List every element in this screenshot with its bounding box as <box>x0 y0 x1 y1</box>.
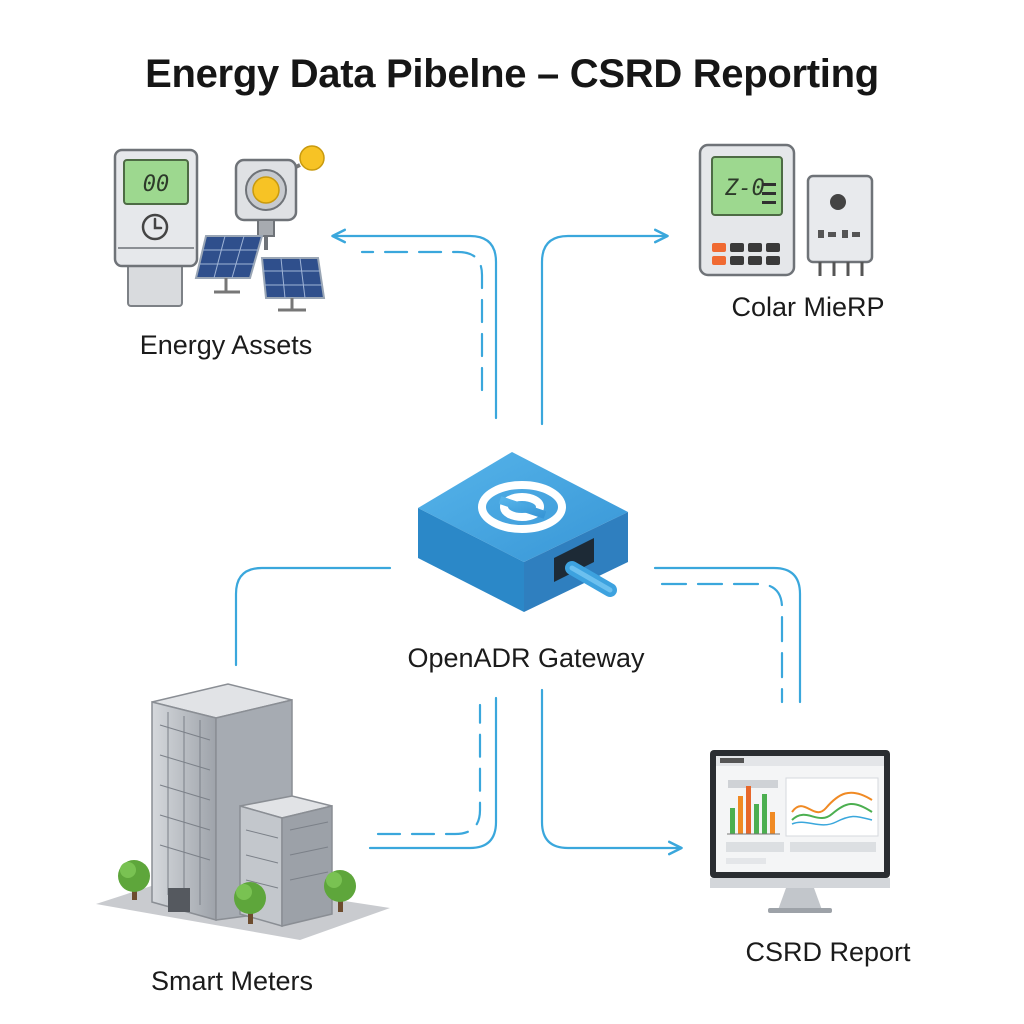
connector-gateway-to-erp <box>540 228 669 426</box>
connector-gateway-to-assets <box>331 228 498 420</box>
gateway-node <box>418 452 628 612</box>
sun-icon <box>234 145 325 250</box>
tree-icon <box>234 882 266 924</box>
controller-box-icon <box>806 174 874 276</box>
connector-meters-lower-dashed <box>376 703 482 836</box>
csrd-report-label: CSRD Report <box>745 937 911 967</box>
gateway-label: OpenADR Gateway <box>407 643 645 673</box>
tree-icon <box>118 860 150 900</box>
solar-panel-icon <box>194 235 326 312</box>
erp-terminal-icon: Z-0 <box>698 143 796 277</box>
smart-meters-node <box>96 683 390 940</box>
erp-display: Z-0 <box>724 176 765 201</box>
connector-meters-lower <box>368 696 498 850</box>
smart-meter-icon: 00 <box>113 148 199 307</box>
office-building-icon <box>151 683 333 927</box>
connector-gateway-to-report-top-dashed <box>660 582 784 704</box>
line-chart-icon <box>785 777 879 837</box>
connector-gateway-to-report-top <box>653 566 802 704</box>
csrd-report-node <box>710 750 890 913</box>
link-logo-icon <box>478 481 566 533</box>
clock-icon <box>141 213 169 241</box>
smart-meters-label: Smart Meters <box>150 966 314 996</box>
energy-assets-label: Energy Assets <box>139 330 313 360</box>
meter-display: 00 <box>143 172 170 197</box>
connector-gateway-to-report <box>540 688 683 856</box>
bar-chart-icon <box>727 786 780 835</box>
connector-gateway-to-assets-dashed <box>360 250 484 392</box>
connector-meters-to-gateway <box>234 566 392 667</box>
erp-node: Z-0 <box>698 143 874 277</box>
tree-icon <box>324 870 356 912</box>
diagram-title: Energy Data Pibelne – CSRD Reporting <box>145 52 879 96</box>
energy-assets-node: 00 <box>113 145 326 312</box>
erp-label: Colar MieRP <box>731 292 885 322</box>
connectors <box>234 228 802 856</box>
